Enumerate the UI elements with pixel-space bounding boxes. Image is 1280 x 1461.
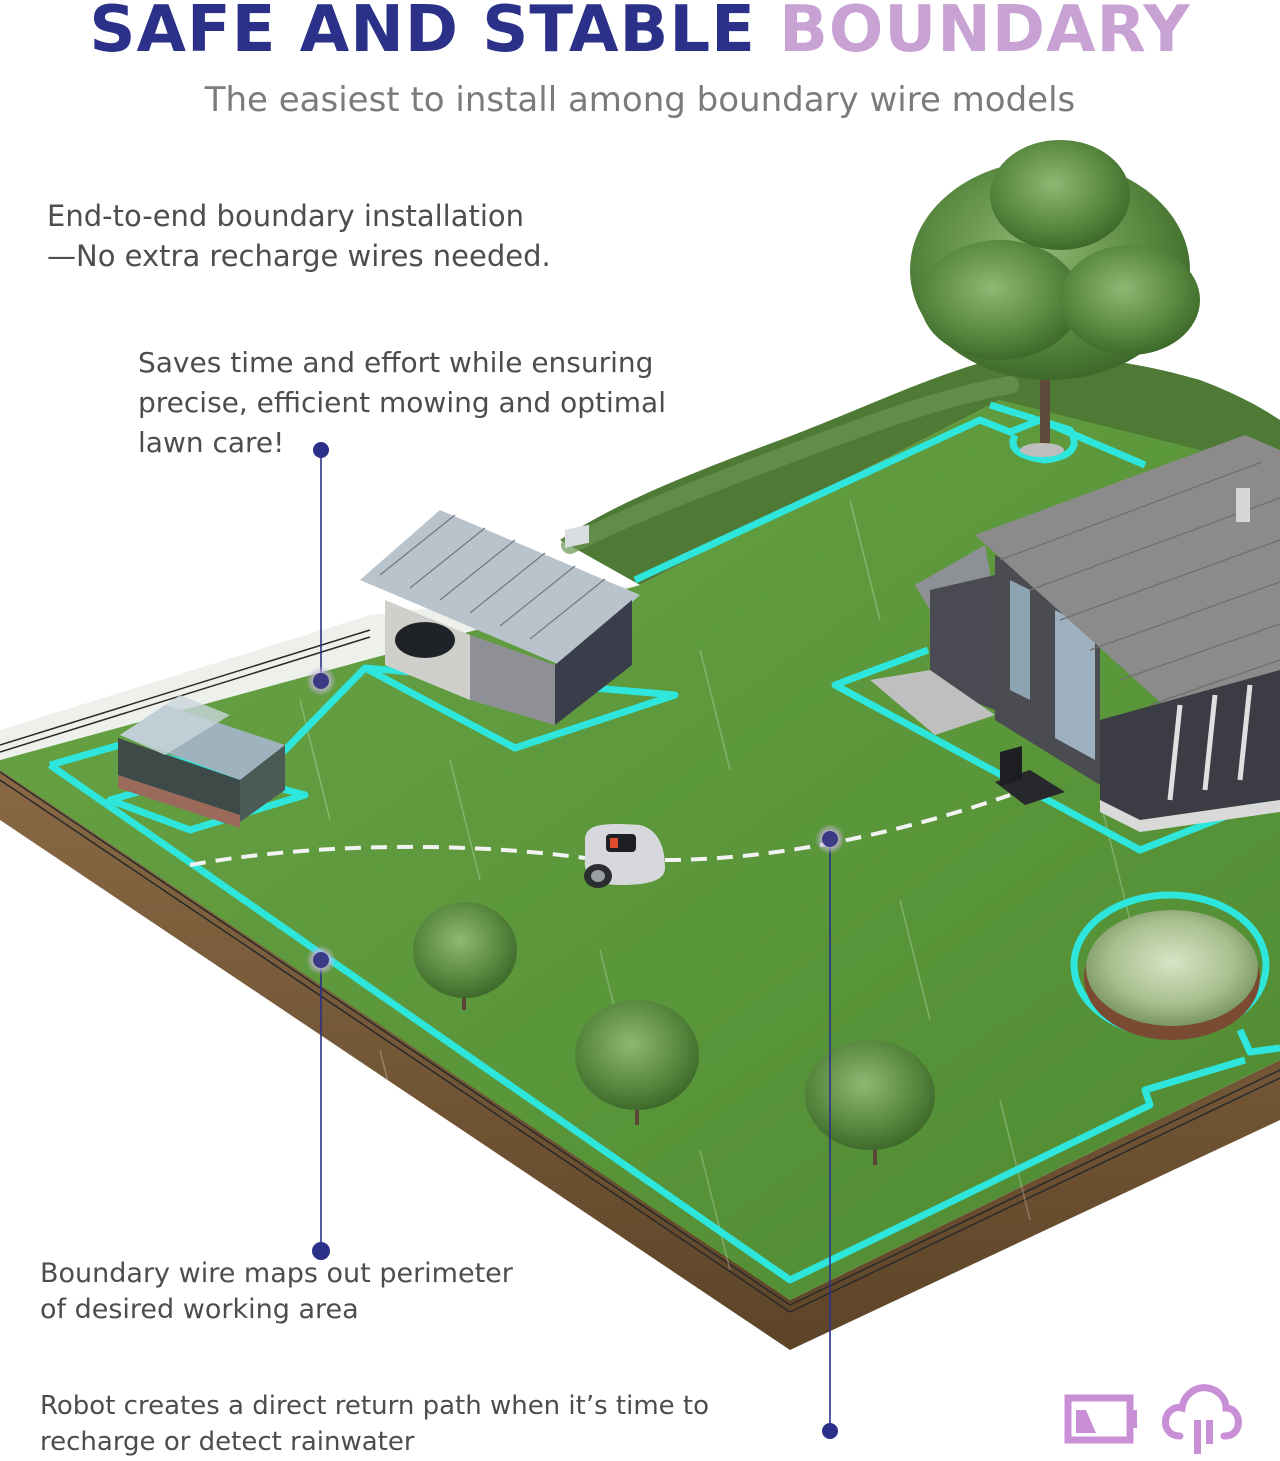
marker-boundary-wire <box>313 952 329 968</box>
callout-line: Saves time and effort while ensuring <box>138 346 654 379</box>
callout-markers <box>306 442 845 1439</box>
marker-boundary-top <box>313 673 329 689</box>
marker-return-text <box>822 1423 838 1439</box>
fence <box>0 629 1280 1313</box>
title-accent: BOUNDARY <box>779 0 1191 67</box>
page-title: SAFE AND STABLE BOUNDARY <box>0 0 1280 66</box>
small-trees <box>413 902 935 1165</box>
callout-line: Boundary wire maps out perimeter <box>40 1258 513 1289</box>
callout-line: of desired working area <box>40 1294 359 1325</box>
marker-return-path <box>822 831 838 847</box>
marker-saves-time-top <box>313 442 329 458</box>
callout-line: Robot creates a direct return path when … <box>40 1391 710 1421</box>
callout-line: precise, efficient mowing and optimal <box>138 386 666 419</box>
callout-line: recharge or detect rainwater <box>40 1427 415 1457</box>
page-subtitle: The easiest to install among boundary wi… <box>204 80 1076 120</box>
carport <box>360 510 640 725</box>
soil-edge <box>0 760 1280 1350</box>
title-primary: SAFE AND STABLE <box>89 0 756 67</box>
house <box>870 435 1280 832</box>
callout-leaders <box>320 450 831 1430</box>
flower-bed <box>1084 910 1260 1040</box>
battery-low-icon <box>1064 1388 1142 1450</box>
rain-streaks <box>299 499 1131 1271</box>
callout-line: lawn care! <box>138 426 285 459</box>
callout-line: —No extra recharge wires needed. <box>47 239 551 273</box>
robot-mower <box>584 823 665 888</box>
callout-boundary-wire: Boundary wire maps out perimeter of desi… <box>40 1256 513 1328</box>
marker-boundary-text <box>312 1242 330 1260</box>
large-tree <box>910 140 1200 457</box>
callout-saves-time: Saves time and effort while ensuring pre… <box>138 343 666 463</box>
callout-return-path: Robot creates a direct return path when … <box>40 1388 709 1460</box>
cloud-rain-icon <box>1160 1380 1244 1456</box>
callout-installation: End-to-end boundary installation —No ext… <box>47 196 551 276</box>
charging-station <box>995 746 1065 805</box>
greenhouse <box>118 695 285 828</box>
callout-line: End-to-end boundary installation <box>47 199 525 233</box>
